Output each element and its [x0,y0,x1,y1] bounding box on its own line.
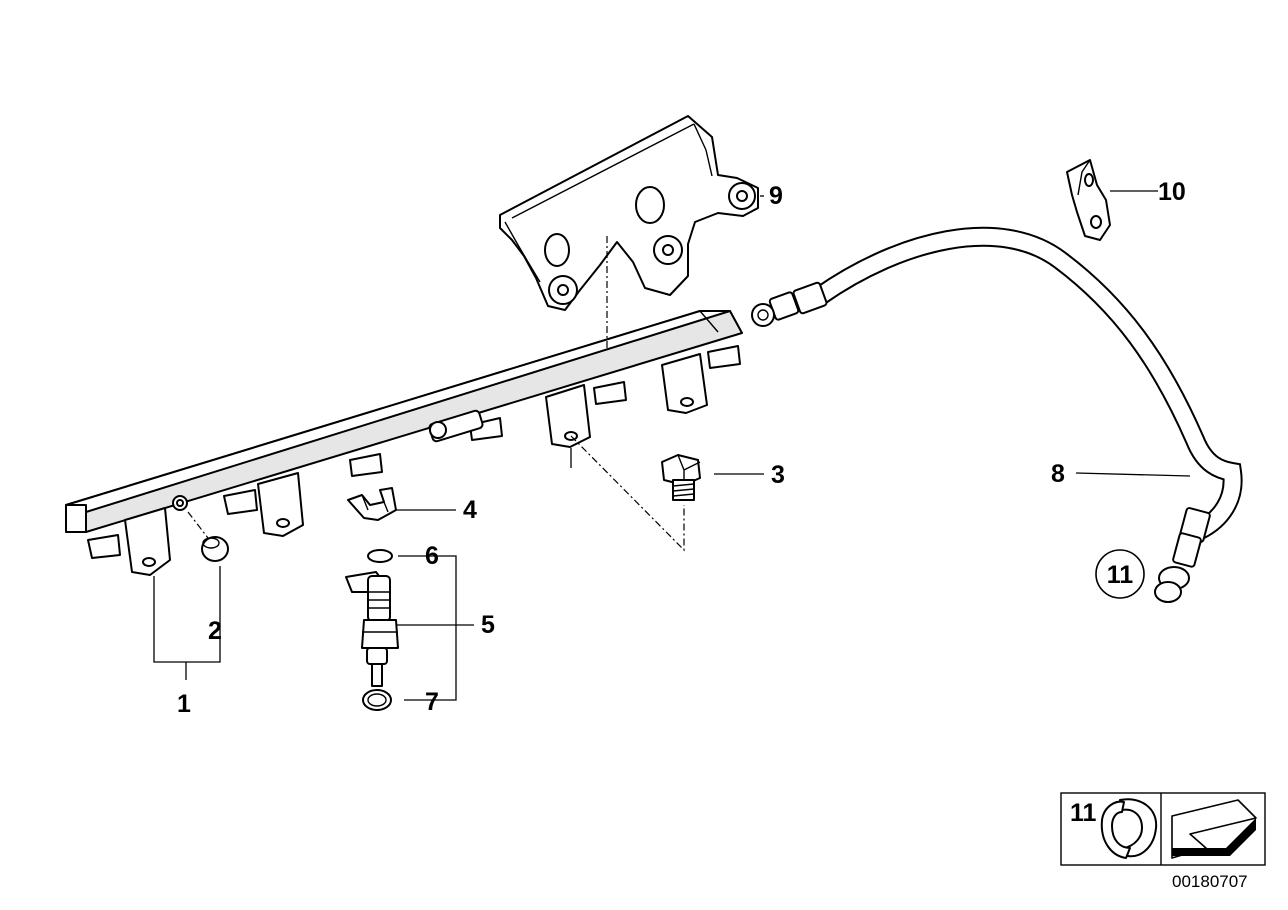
direction-arrow-icon [1171,799,1257,859]
callout-8: 8 [1051,460,1065,488]
fuel-hose-part-8 [751,226,1243,603]
callout-5: 5 [481,611,495,639]
legend-box: 11 [1060,792,1266,866]
callout-6: 6 [425,542,439,570]
callout-10: 10 [1158,178,1186,206]
callout-2: 2 [208,617,222,645]
callout-labels: 1 2 3 4 5 6 7 8 9 10 [177,178,1186,718]
callout-3: 3 [771,461,785,489]
injector-part-5 [345,571,399,687]
clip-part-4 [347,487,397,521]
o-ring-part-7 [362,689,392,711]
callout-7: 7 [425,688,439,716]
bolt-part-3 [661,454,701,501]
small-bracket-part-10 [1066,159,1111,241]
leader-lines [153,190,1191,701]
o-ring-part-6 [367,549,393,563]
callout-11: 11 [1107,561,1134,589]
cap-part-2 [187,511,229,562]
diagram-code: 00180707 [1172,872,1248,891]
legend-callout-11: 11 [1070,799,1097,827]
bracket-part-9 [499,115,759,311]
callout-4: 4 [463,496,477,524]
callout-11-circled: 11 [1095,549,1145,599]
callout-9: 9 [769,182,783,210]
fuel-rail-part-1 [65,310,743,576]
callout-1: 1 [177,690,191,718]
clamp-clip-icon [1100,798,1158,859]
